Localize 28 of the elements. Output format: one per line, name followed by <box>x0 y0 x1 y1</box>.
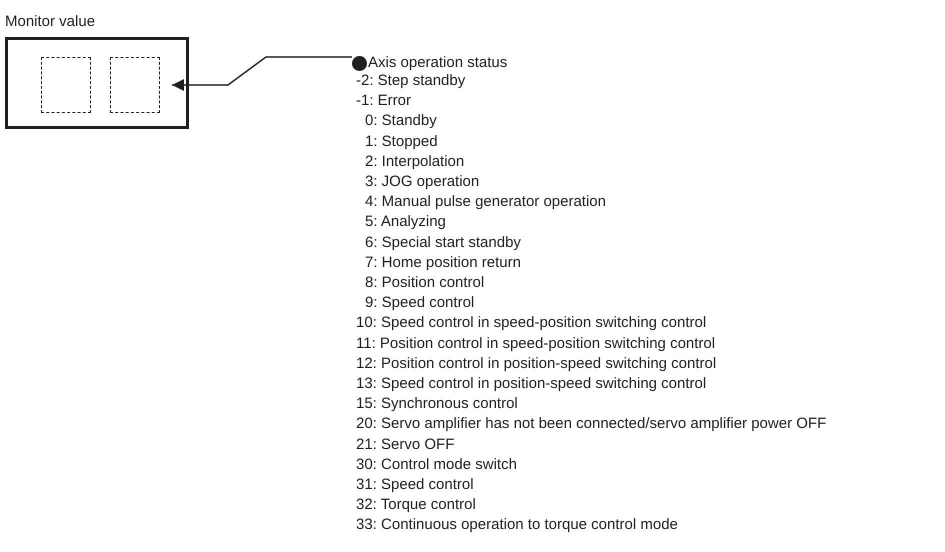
status-code-entry: 6: Special start standby <box>365 234 521 252</box>
status-code-entry: 10: Speed control in speed-position switching control <box>356 314 706 332</box>
status-code-entry: 7: Home position return <box>365 254 521 272</box>
status-code-entry: -2: Step standby <box>356 72 466 90</box>
status-code-entry: -1: Error <box>356 92 412 110</box>
status-code-entry: 32: Torque control <box>356 496 476 514</box>
dashed-box <box>41 57 91 113</box>
panel-title: Monitor value <box>5 13 96 31</box>
status-code-entry: 21: Servo OFF <box>356 436 454 454</box>
status-code-entry: 15: Synchronous control <box>356 395 518 414</box>
status-code-entry: 9: Speed control <box>365 294 474 312</box>
status-code-entry: 0: Standby <box>365 112 437 130</box>
status-code-entry: 11: Position control in speed-position switching control <box>356 334 716 353</box>
status-code-entry: 33: Continuous operation to torque control mode <box>356 516 678 534</box>
status-heading: Axis operation status <box>368 54 508 72</box>
status-code-entry: 12: Position control in position-speed switching control <box>356 354 716 373</box>
status-code-entry: 8: Position control <box>365 274 484 292</box>
leader-arrow <box>172 56 352 91</box>
status-code-entry: 30: Control mode switch <box>356 456 517 474</box>
status-code-entry: 13: Speed control in position-speed switching control <box>356 375 706 393</box>
status-code-entry: 4: Manual pulse generator operation <box>365 193 606 212</box>
status-code-entry: 3: JOG operation <box>365 173 480 191</box>
dashed-box <box>110 57 160 113</box>
status-code-entry: 2: Interpolation <box>365 152 464 171</box>
status-code-entry: 5: Analyzing <box>365 213 446 232</box>
status-code-entry: 20: Servo amplifier has not been connected/servo amplifier power OFF <box>356 415 826 434</box>
status-code-entry: 1: Stopped <box>365 132 438 151</box>
status-code-entry: 31: Speed control <box>356 476 474 494</box>
